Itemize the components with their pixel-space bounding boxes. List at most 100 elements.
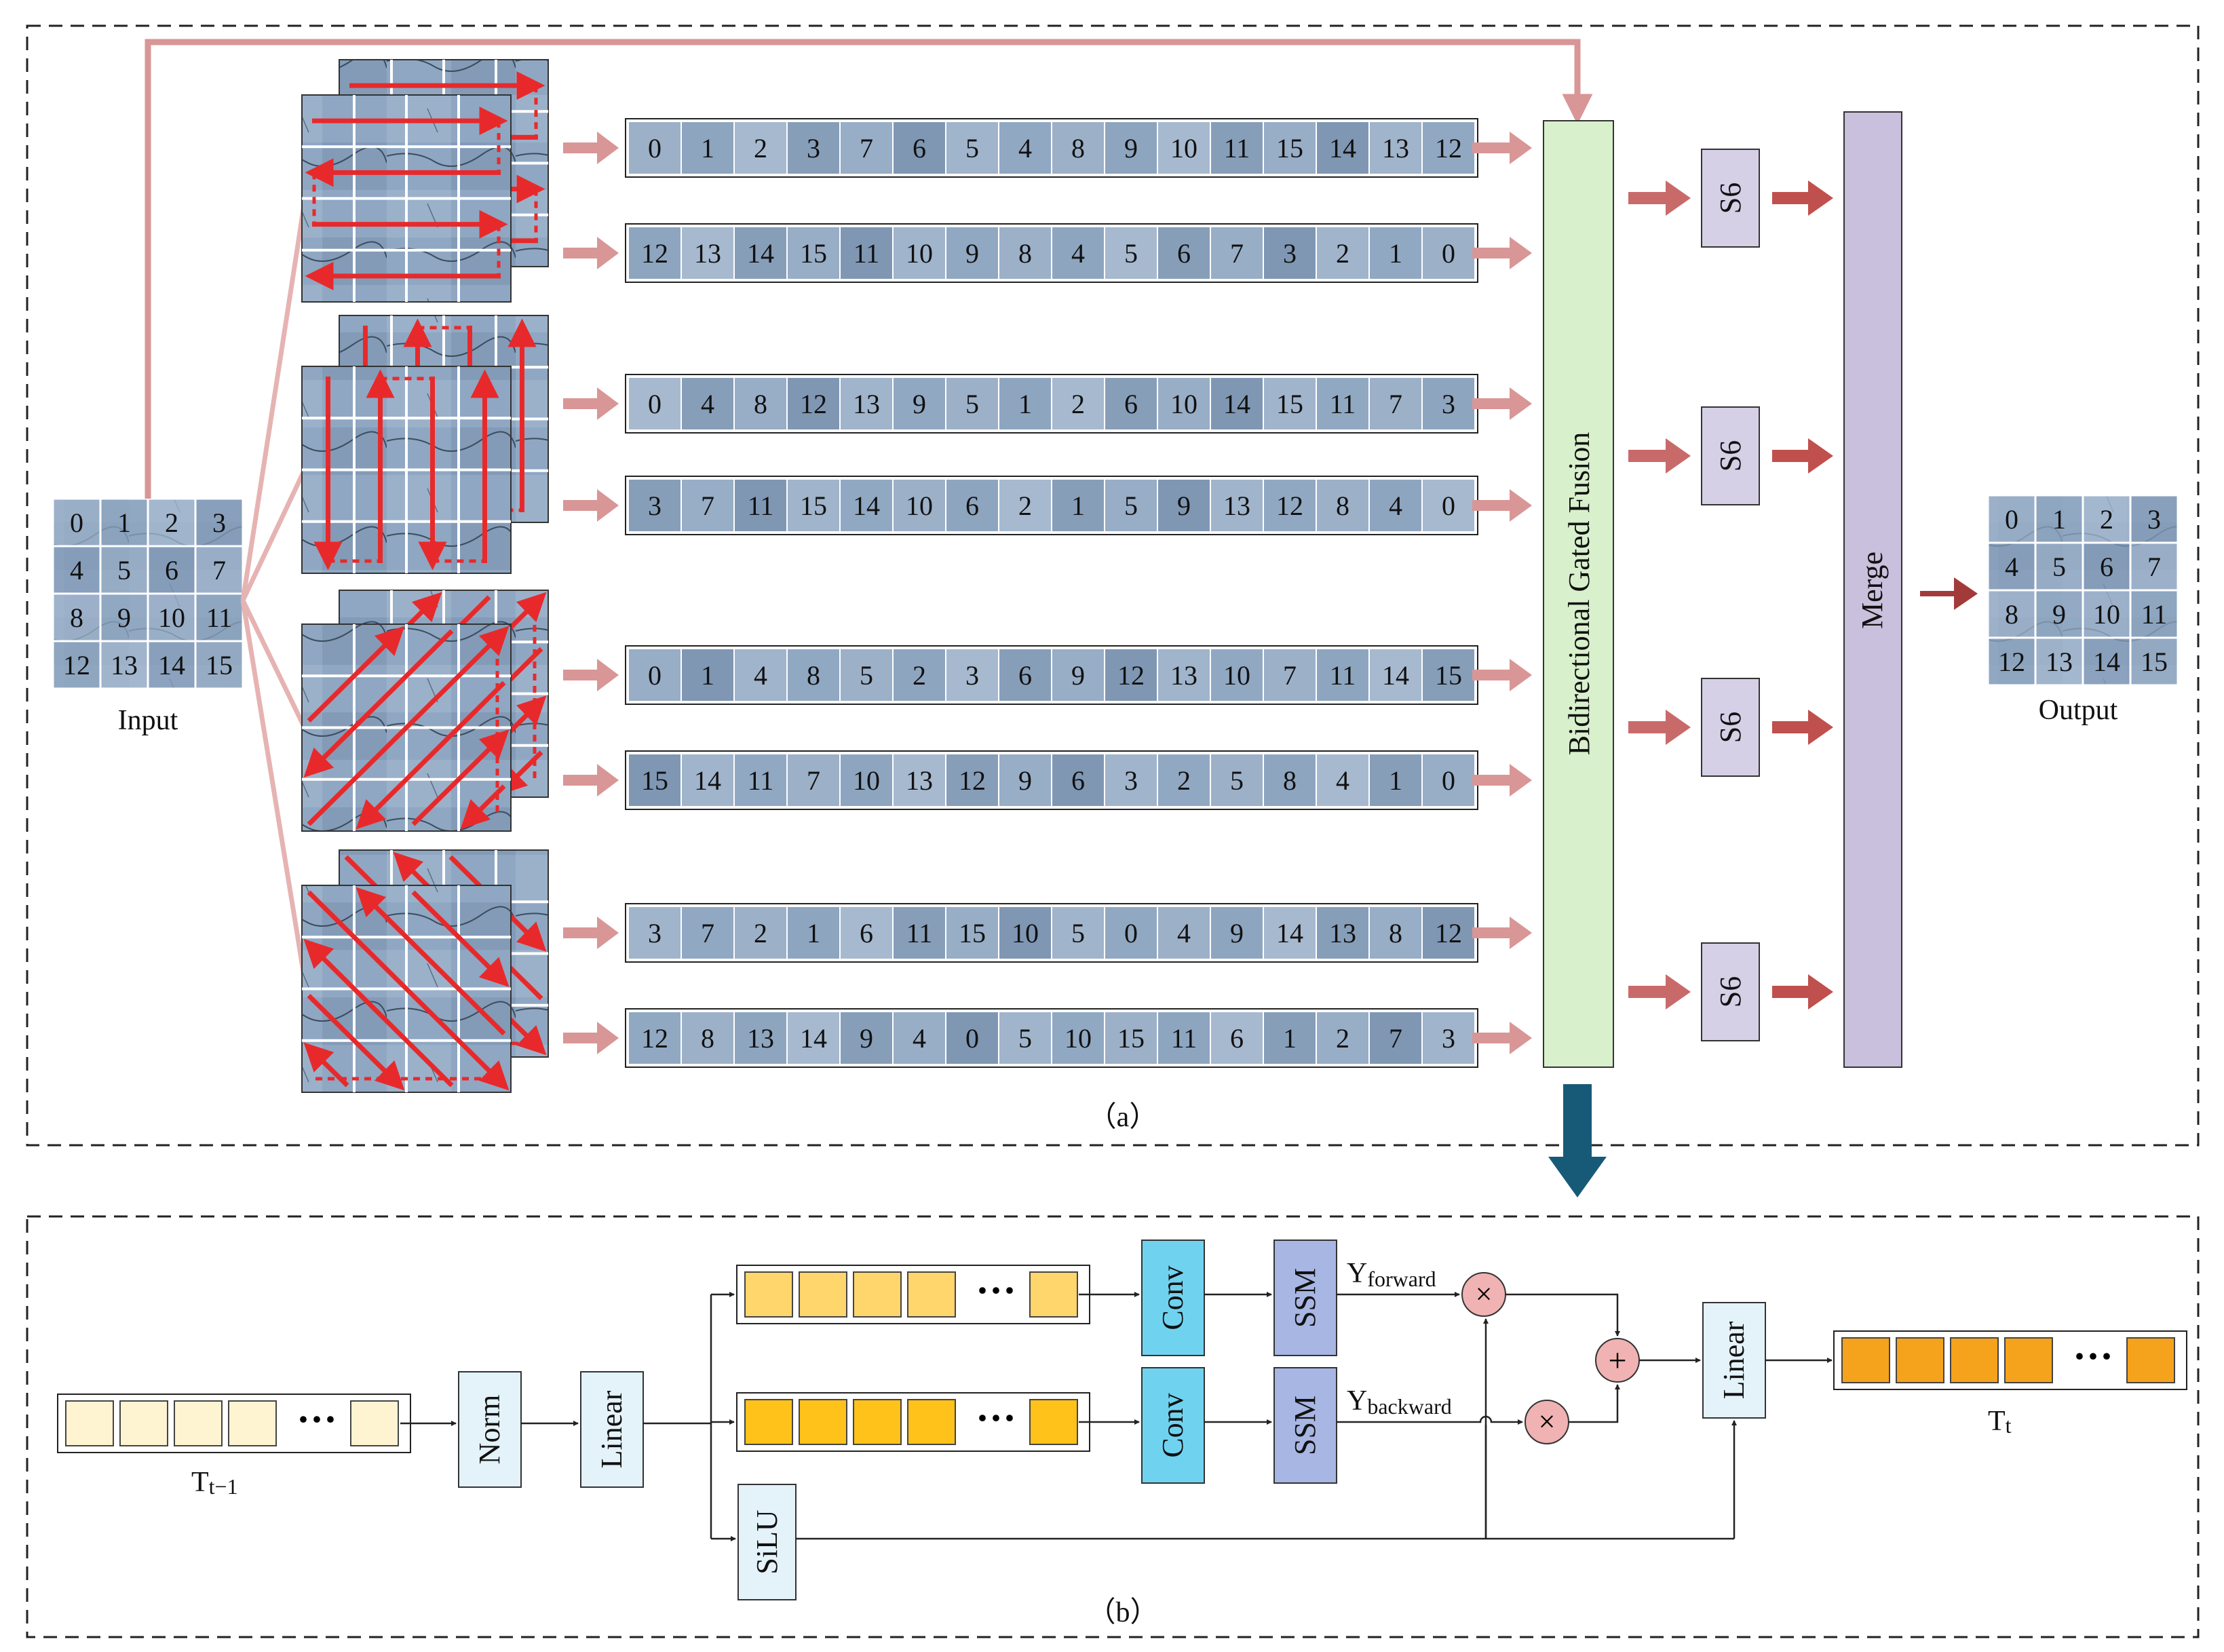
- output-grid-cell-label: 1: [2052, 504, 2066, 535]
- skip-connection-arrow: [145, 39, 1593, 499]
- s6-block-2: S6: [1628, 406, 1833, 505]
- sequence-to-fusion-arrow: [1472, 237, 1532, 269]
- multiply-symbol-forward: ×: [1476, 1278, 1493, 1311]
- conv-label-backward: Conv: [1156, 1393, 1189, 1457]
- sequence-cell: [786, 906, 841, 960]
- sequence-cell: [998, 121, 1052, 175]
- sequence-cell-label: 1: [1283, 1023, 1297, 1054]
- sequence-cell: [998, 478, 1052, 533]
- sequence-cell-label: 0: [1442, 765, 1455, 796]
- output-grid-cell-label: 0: [2005, 504, 2018, 535]
- sequence-cell-label: 12: [800, 389, 827, 419]
- sequence-cell-label: 12: [1435, 133, 1462, 164]
- sequence-cell-label: 15: [800, 238, 827, 269]
- input-grid-cell-label: 6: [165, 555, 178, 585]
- scan-to-sequence-arrow: [563, 132, 619, 164]
- token: [228, 1400, 277, 1446]
- sequence-cell-label: 9: [965, 238, 979, 269]
- bidirectional-gated-fusion-box: [1543, 120, 1614, 1068]
- sequence-cell-label: 6: [1018, 660, 1032, 691]
- norm-label: Norm: [473, 1395, 506, 1465]
- sequence-cell: [1368, 906, 1423, 960]
- input-grid-cell: [194, 592, 244, 642]
- sequence-to-fusion-arrow: [1472, 917, 1532, 949]
- sequence-cell-label: 8: [1389, 918, 1402, 948]
- ssm-box-backward: [1273, 1367, 1337, 1484]
- output-label: Output: [2039, 695, 2118, 726]
- input-token-label: Tt−1: [191, 1467, 238, 1499]
- sequence-cell-label: 1: [1389, 765, 1402, 796]
- sequence-cell-label: 6: [965, 491, 979, 521]
- sequence-cell-label: 0: [1442, 491, 1455, 521]
- sequence-cell: [1051, 648, 1105, 702]
- input-grid-cell-label: 11: [206, 602, 233, 633]
- token: [1896, 1337, 1944, 1383]
- s6-to-merge-arrow: [1772, 180, 1833, 216]
- input-grid-cell: [147, 640, 197, 690]
- sequence-cell-label: 10: [1170, 389, 1197, 419]
- sequence-cell-label: 14: [800, 1023, 827, 1054]
- output-grid-cell: [2129, 541, 2179, 592]
- sequence-cell: [839, 1011, 894, 1065]
- input-grid-cell-label: 1: [117, 507, 131, 538]
- sequence-cell-label: 12: [1117, 660, 1145, 691]
- sequence-cell-label: 5: [1124, 491, 1138, 521]
- token-ellipsis: ···: [976, 1396, 1016, 1440]
- sequence-cell-label: 12: [959, 765, 986, 796]
- s6-label: S6: [1714, 183, 1747, 214]
- sequence-cell-label: 13: [747, 1023, 774, 1054]
- input-grid-cell: [99, 592, 149, 642]
- sequence-cell: [1368, 648, 1423, 702]
- sequence-cell-label: 11: [1224, 133, 1250, 164]
- input-grid-cell-label: 10: [158, 602, 185, 633]
- sequence-cell-label: 7: [1283, 660, 1297, 691]
- sequence-cell: [839, 753, 894, 807]
- ssm-label-backward: SSM: [1288, 1396, 1322, 1455]
- sequence-cell: [1051, 121, 1105, 175]
- input-grid-cell-label: 15: [206, 650, 233, 680]
- sequence-cell: [945, 753, 999, 807]
- sequence-cell-label: 12: [1435, 918, 1462, 948]
- sequence-cell-label: 13: [1223, 491, 1250, 521]
- input-grid-cell-label: 0: [70, 507, 83, 538]
- sequence-cell: [1157, 753, 1211, 807]
- sequence-cell: [1210, 377, 1264, 431]
- sequence-cell-label: 15: [1276, 389, 1303, 419]
- sequence-cell-label: 15: [800, 491, 827, 521]
- sequence-cell-label: 6: [1124, 389, 1138, 419]
- sequence-cell-label: 6: [1071, 765, 1085, 796]
- sequence-cell: [1157, 478, 1211, 533]
- scan-stack-4: [301, 849, 549, 1093]
- sequence-cell: [1104, 753, 1158, 807]
- sequence-cell-label: 15: [1117, 1023, 1145, 1054]
- sequence-cell: [839, 478, 894, 533]
- sequence-cell-label: 12: [641, 1023, 668, 1054]
- forward-token-strip: ···: [736, 1265, 1090, 1324]
- token: [174, 1400, 223, 1446]
- sequence-cell: [1316, 121, 1370, 175]
- sequence-cell-label: 7: [701, 918, 714, 948]
- sequence-cell-label: 11: [906, 918, 933, 948]
- sequence-cell: [628, 226, 682, 280]
- sequence-cell-label: 4: [1389, 491, 1402, 521]
- s6-label: S6: [1714, 712, 1747, 743]
- output-grid-cell-label: 12: [1998, 647, 2025, 677]
- sequence-cell: [892, 121, 946, 175]
- sequence-cell-label: 1: [1018, 389, 1032, 419]
- scan-to-sequence-arrow: [563, 387, 619, 420]
- token: [119, 1400, 168, 1446]
- output-grid-cell-label: 8: [2005, 599, 2018, 630]
- sequence-cell: [733, 906, 788, 960]
- fusion-to-s6-arrow: [1628, 710, 1691, 745]
- sequence-cell-label: 15: [1435, 660, 1462, 691]
- conv-box-backward: [1141, 1367, 1205, 1484]
- sequence-cell: [1421, 906, 1476, 960]
- sequence-cell-label: 5: [1071, 918, 1085, 948]
- output-grid-cell: [2034, 636, 2084, 687]
- token: [1841, 1337, 1890, 1383]
- sequence-cell: [1210, 1011, 1264, 1065]
